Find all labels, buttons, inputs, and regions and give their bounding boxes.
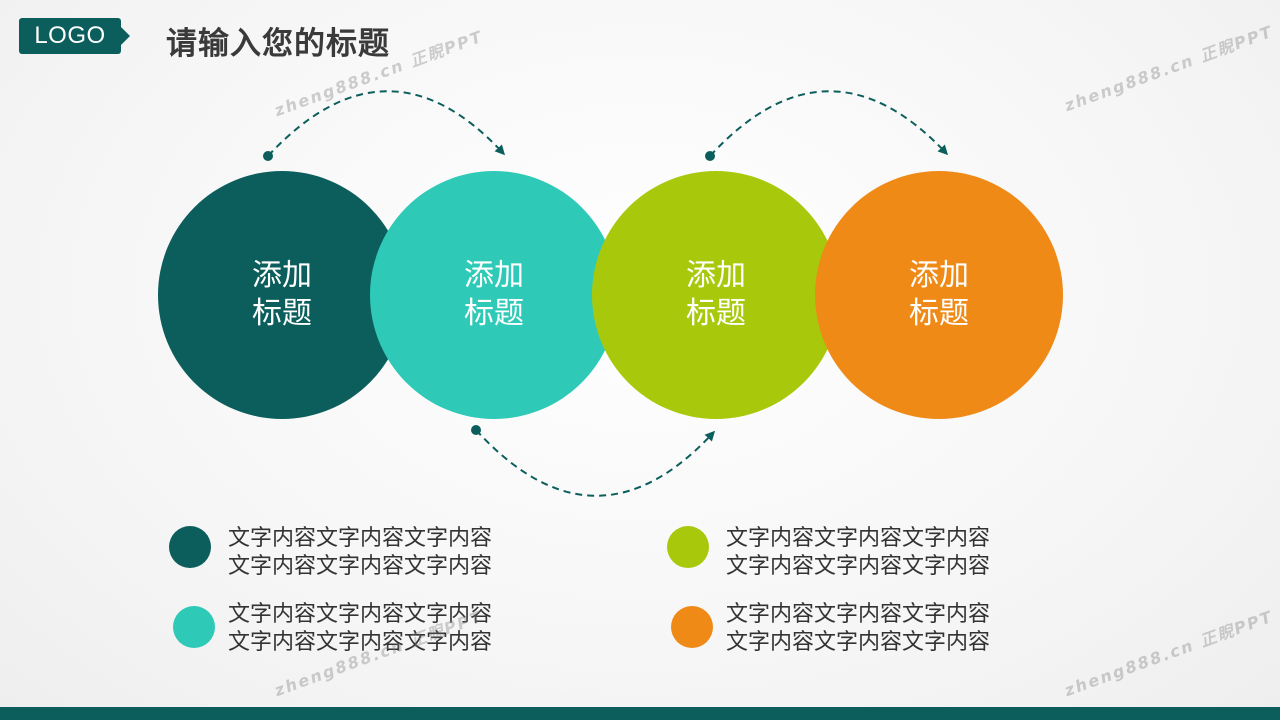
step-2-label-line2: 标题 xyxy=(464,296,524,331)
legend-dot-2 xyxy=(173,606,215,648)
step-4-label-line2: 标题 xyxy=(909,296,969,331)
step-1-label-line1: 添加 xyxy=(252,258,312,293)
step-1-label-line2: 标题 xyxy=(252,296,312,331)
arrow-3 xyxy=(475,429,716,497)
arrow-3-start-dot xyxy=(471,425,481,435)
legend-text-1-line2: 文字内容文字内容文字内容 xyxy=(228,554,493,579)
step-3-label-line2: 标题 xyxy=(686,296,746,331)
legend-text-3-line2: 文字内容文字内容文字内容 xyxy=(726,554,991,579)
arrow-1-start-dot xyxy=(263,151,273,161)
legend-text-3: 文字内容文字内容文字内容 文字内容文字内容文字内容 xyxy=(726,525,990,581)
arrow-1 xyxy=(267,90,506,157)
arrow-2-start-dot xyxy=(705,151,715,161)
legend-dot-3 xyxy=(667,526,709,568)
footer-bar xyxy=(0,707,1280,720)
step-circle-1: 添加标题 xyxy=(158,171,406,419)
legend-text-1-line1: 文字内容文字内容文字内容 xyxy=(228,526,493,551)
step-3-label-line1: 添加 xyxy=(686,258,746,293)
arrow-2 xyxy=(709,90,949,157)
page-title: 请输入您的标题 xyxy=(166,26,390,62)
step-circle-3: 添加标题 xyxy=(592,171,840,419)
legend-text-3-line1: 文字内容文字内容文字内容 xyxy=(726,526,991,551)
legend-text-4-line2: 文字内容文字内容文字内容 xyxy=(726,630,991,655)
legend-text-2-line1: 文字内容文字内容文字内容 xyxy=(228,602,493,627)
legend-text-1: 文字内容文字内容文字内容 文字内容文字内容文字内容 xyxy=(228,525,492,581)
step-circle-4: 添加标题 xyxy=(815,171,1063,419)
legend-text-4: 文字内容文字内容文字内容 文字内容文字内容文字内容 xyxy=(726,601,990,657)
legend-text-2-line2: 文字内容文字内容文字内容 xyxy=(228,630,493,655)
legend-dot-4 xyxy=(671,606,713,648)
legend-text-4-line1: 文字内容文字内容文字内容 xyxy=(726,602,991,627)
step-2-label-line1: 添加 xyxy=(464,258,524,293)
legend-dot-1 xyxy=(169,526,211,568)
step-circle-2: 添加标题 xyxy=(370,171,618,419)
step-4-label-line1: 添加 xyxy=(909,258,969,293)
logo: LOGO xyxy=(19,18,130,54)
legend-text-2: 文字内容文字内容文字内容 文字内容文字内容文字内容 xyxy=(228,601,492,657)
